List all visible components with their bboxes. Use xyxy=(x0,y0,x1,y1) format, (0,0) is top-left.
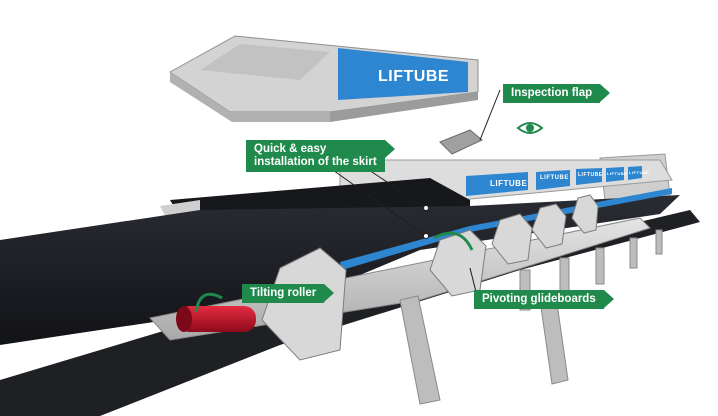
frame-legs xyxy=(399,229,663,405)
liftube-cover xyxy=(169,35,479,122)
rotation-arrow-roller xyxy=(194,292,223,313)
inspection-flap xyxy=(439,129,483,155)
liftube-logo: LIFTUBE xyxy=(378,68,450,85)
idler-brackets xyxy=(261,194,599,361)
rotation-arrow-glideboard xyxy=(433,231,474,251)
callout-skirt-installation: Quick & easy installation of the skirt xyxy=(246,140,395,172)
liftube-label-5: LIFTUBE xyxy=(629,170,650,175)
eye-icon xyxy=(516,122,544,134)
liftube-label-2: LIFTUBE xyxy=(540,175,569,181)
liftube-label-3: LIFTUBE xyxy=(578,172,603,178)
callout-pivoting-glideboards: Pivoting glideboards xyxy=(474,290,614,309)
callout-inspection-flap: Inspection flap xyxy=(503,84,611,103)
liftube-label-4: LIFTUBE xyxy=(607,171,628,176)
tilting-roller xyxy=(176,306,256,332)
callout-tilting-roller: Tilting roller xyxy=(242,284,335,303)
liftube-label-1: LIFTUBE xyxy=(490,179,528,188)
